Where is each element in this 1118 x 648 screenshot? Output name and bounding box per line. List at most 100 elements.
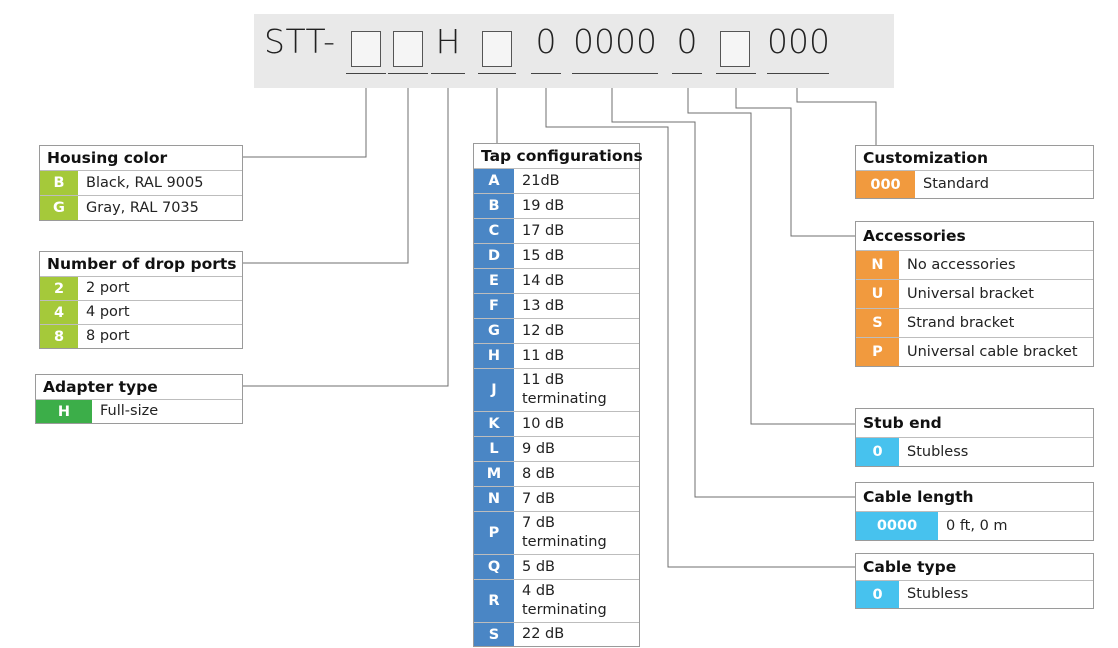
option-label: Strand bracket bbox=[907, 314, 1015, 331]
tap-configurations-title: Tap configurations bbox=[474, 144, 643, 169]
option-code: K bbox=[474, 412, 515, 436]
option-code: J bbox=[474, 369, 515, 411]
option-label: No accessories bbox=[907, 256, 1016, 273]
option-label: 5 dB bbox=[522, 558, 555, 575]
accessories-title: Accessories bbox=[856, 222, 1093, 251]
cable-type-panel: Cable type 0 Stubless bbox=[855, 553, 1094, 609]
cable-length-panel: Cable length 0000 0 ft, 0 m bbox=[855, 482, 1094, 541]
option-code: S bbox=[474, 623, 515, 646]
adapter-type-title: Adapter type bbox=[36, 375, 242, 400]
option-label: 11 dB bbox=[522, 347, 565, 364]
option-code: Q bbox=[474, 555, 515, 579]
option-code: A bbox=[474, 169, 515, 193]
housing-color-panel: Housing color B Black, RAL 9005 G Gray, … bbox=[39, 145, 243, 221]
option-code: N bbox=[474, 487, 515, 511]
option-label: 7 dB terminating bbox=[522, 515, 607, 550]
drop-ports-slot bbox=[388, 19, 428, 74]
option-code: 0 bbox=[856, 438, 900, 466]
tap-config-option: L 9 dB bbox=[474, 437, 639, 462]
option-label: 8 port bbox=[86, 328, 130, 344]
drop-ports-title: Number of drop ports bbox=[40, 252, 242, 277]
option-label: 4 port bbox=[86, 304, 130, 320]
tap-config-option: A 21dB bbox=[474, 169, 639, 194]
option-code: U bbox=[856, 280, 900, 308]
option-code: P bbox=[474, 512, 515, 554]
option-code: D bbox=[474, 244, 515, 268]
drop-ports-option: 2 2 port bbox=[40, 277, 242, 301]
option-label: Standard bbox=[923, 176, 989, 192]
option-code: N bbox=[856, 251, 900, 279]
housing-color-slot bbox=[346, 19, 386, 74]
accessories-option: N No accessories bbox=[856, 251, 1093, 280]
option-code: F bbox=[474, 294, 515, 318]
option-code: L bbox=[474, 437, 515, 461]
option-label: Black, RAL 9005 bbox=[86, 174, 204, 191]
connector-adapter-type bbox=[243, 74, 449, 387]
accessories-slot bbox=[716, 19, 756, 74]
option-label: 8 dB bbox=[522, 465, 555, 482]
tap-config-option: G 12 dB bbox=[474, 319, 639, 344]
option-code: B bbox=[474, 194, 515, 218]
option-code: 8 bbox=[40, 325, 79, 348]
option-label: 0 ft, 0 m bbox=[946, 517, 1008, 534]
option-label: 11 dB terminating bbox=[522, 372, 607, 407]
option-code: B bbox=[40, 171, 79, 195]
option-label: Universal cable bracket bbox=[907, 343, 1078, 360]
option-code: H bbox=[36, 400, 93, 423]
option-label: 12 dB bbox=[522, 322, 565, 339]
option-label: Stubless bbox=[907, 586, 969, 602]
option-label: Universal bracket bbox=[907, 285, 1034, 302]
housing-color-option: B Black, RAL 9005 bbox=[40, 171, 242, 196]
cable-length-digits: 0000 bbox=[572, 19, 658, 74]
housing-color-title: Housing color bbox=[40, 146, 242, 171]
option-label: 9 dB bbox=[522, 440, 555, 457]
cable-type-option: 0 Stubless bbox=[856, 581, 1093, 608]
drop-ports-option: 8 8 port bbox=[40, 325, 242, 348]
adapter-type-panel: Adapter type H Full-size bbox=[35, 374, 243, 424]
option-label: 19 dB bbox=[522, 197, 565, 214]
adapter-type-option: H Full-size bbox=[36, 400, 242, 423]
option-code: S bbox=[856, 309, 900, 337]
stub-end-option: 0 Stubless bbox=[856, 438, 1093, 466]
stub-end-panel: Stub end 0 Stubless bbox=[855, 408, 1094, 467]
option-code: P bbox=[856, 338, 900, 366]
cable-type-digit: 0 bbox=[672, 19, 702, 74]
tap-config-option: N 7 dB bbox=[474, 487, 639, 512]
connector-stub-end bbox=[687, 76, 856, 425]
option-label: 17 dB bbox=[522, 222, 565, 239]
option-code: 000 bbox=[856, 171, 916, 198]
customization-title: Customization bbox=[856, 146, 1093, 171]
accessories-box bbox=[720, 31, 750, 67]
option-code: G bbox=[40, 196, 79, 220]
connector-drop-ports bbox=[243, 74, 409, 264]
tap-config-option: B 19 dB bbox=[474, 194, 639, 219]
option-label: Stubless bbox=[907, 443, 969, 460]
housing-color-box bbox=[351, 31, 381, 67]
accessories-option: U Universal bracket bbox=[856, 280, 1093, 309]
option-code: 0000 bbox=[856, 512, 939, 540]
option-label: 7 dB bbox=[522, 490, 555, 507]
customization-panel: Customization 000 Standard bbox=[855, 145, 1094, 199]
cable-length-option: 0000 0 ft, 0 m bbox=[856, 512, 1093, 540]
tap-config-slot bbox=[478, 19, 516, 74]
part-prefix: STT- bbox=[264, 22, 336, 61]
option-label: 21dB bbox=[522, 172, 560, 189]
accessories-panel: Accessories N No accessories U Universal… bbox=[855, 221, 1094, 367]
option-label: Full-size bbox=[100, 403, 159, 419]
option-code: G bbox=[474, 319, 515, 343]
connector-accessories bbox=[735, 74, 856, 237]
option-code: R bbox=[474, 580, 515, 622]
tap-config-box bbox=[482, 31, 512, 67]
accessories-option: P Universal cable bracket bbox=[856, 338, 1093, 366]
